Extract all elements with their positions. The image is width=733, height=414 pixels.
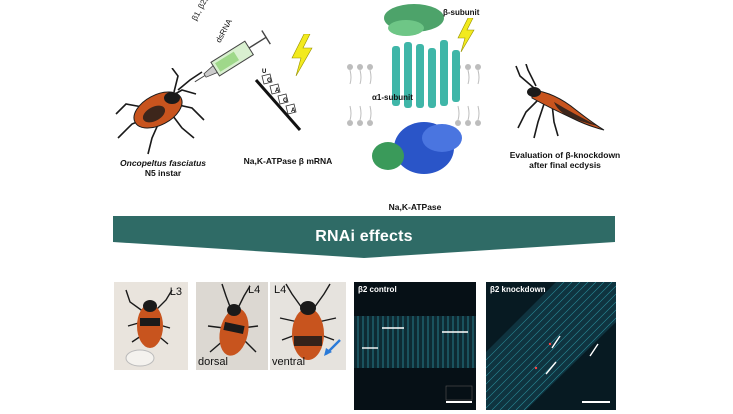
mrna-nucleotide-letter: G — [283, 98, 288, 104]
lightning-icon — [291, 34, 313, 76]
photo-l3: L3 — [114, 282, 188, 370]
photo-l3-stage: L3 — [169, 286, 182, 298]
alpha-subunit-label: α1-subunit — [372, 93, 413, 102]
mrna-nucleotide-letter: A — [275, 88, 280, 94]
photo-l4-stage: L4 — [248, 284, 261, 296]
microscopy-beta2-knockdown: β2 knockdown — [486, 282, 616, 410]
photo-ventral-caption: ventral — [272, 356, 306, 368]
rnai-banner — [113, 216, 615, 258]
lightning-icon — [457, 18, 475, 52]
evaluation-label: Evaluation of β-knockdown — [509, 150, 621, 160]
mrna-nucleotide-letter: G — [267, 78, 272, 84]
instar-label: N5 instar — [144, 168, 182, 178]
photo-l4-dorsal: L4 dorsal — [196, 282, 268, 370]
bug-l4-dorsal-photo — [196, 282, 268, 370]
beta-subunit-label: β-subunit — [443, 8, 480, 17]
control-label: β2 control — [358, 285, 397, 294]
bug-l3-photo — [114, 282, 188, 370]
control-fibers-image — [354, 282, 476, 410]
photo-dorsal-caption: dorsal — [198, 356, 228, 368]
species-label: Oncopeltus fasciatus — [120, 158, 206, 168]
evaluation-label-line2: after final ecdysis — [529, 160, 601, 170]
knockdown-fibers-image — [486, 282, 616, 410]
bug-adult-illustration — [515, 64, 605, 139]
subunits-label: β1, β2, β3, βx — [190, 0, 221, 22]
photo-l4-ventral-stage: L4 — [274, 284, 287, 296]
bug-l4-ventral-photo — [270, 282, 346, 370]
bug-n5-instar-illustration — [115, 68, 205, 155]
banner-title: RNAi effects — [315, 228, 413, 245]
photo-l4-ventral: L4 ventral — [270, 282, 346, 370]
mrna-nucleotide-letter: A — [291, 108, 296, 114]
na-k-atpase-protein-structure — [372, 4, 462, 174]
microscopy-beta2-control: β2 control — [354, 282, 476, 410]
protein-label: Na,K-ATPase — [388, 202, 442, 212]
mrna-label: Na,K-ATPase β mRNA — [243, 156, 333, 166]
syringe-dsrna-illustration — [194, 30, 271, 83]
mrna-nucleotide-letter: U — [262, 69, 266, 75]
knockdown-label: β2 knockdown — [490, 285, 546, 294]
